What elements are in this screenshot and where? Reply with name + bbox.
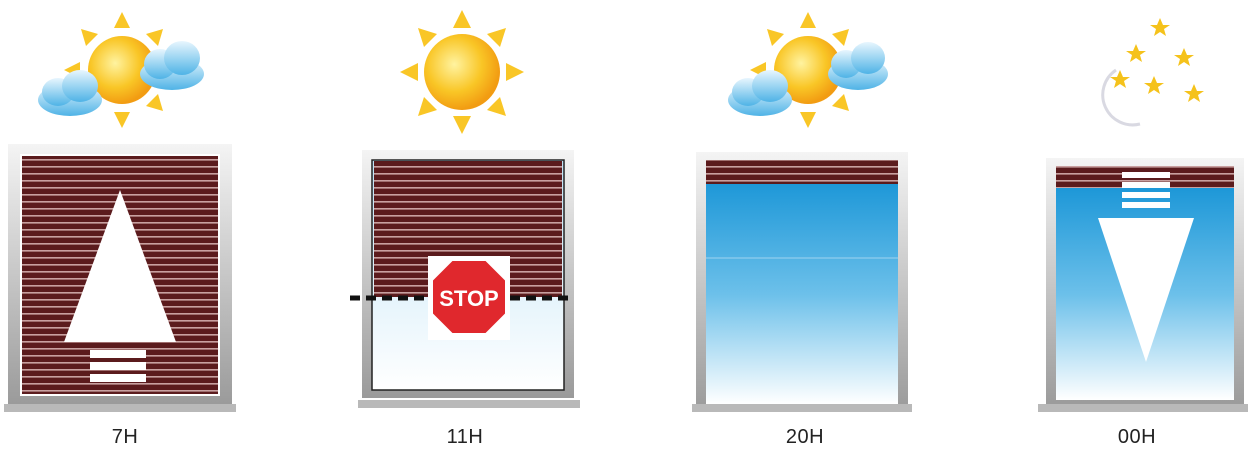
panel-00h: 00H xyxy=(1020,0,1254,455)
panel-20h: 20H xyxy=(680,0,930,455)
moon-and-stars-icon xyxy=(1100,18,1204,133)
up-arrow-icon xyxy=(64,190,176,382)
sun-with-clouds-icon xyxy=(728,12,888,128)
time-label-7h: 7H xyxy=(111,426,139,448)
panel-7h: 7H xyxy=(0,0,250,455)
stop-sign-text: STOP xyxy=(439,286,499,311)
time-label-00h: 00H xyxy=(1117,426,1157,448)
panel-11h: STOP 11H xyxy=(340,0,590,455)
window-sill xyxy=(358,400,580,408)
sun-with-clouds-icon xyxy=(38,12,204,128)
time-label-11h: 11H xyxy=(446,426,484,448)
time-label-20h: 20H xyxy=(785,426,825,448)
stop-sign-icon: STOP xyxy=(428,256,510,340)
down-arrow-icon xyxy=(1098,172,1194,362)
window-sill xyxy=(692,404,912,412)
roller-shutter-open xyxy=(706,160,898,184)
window-frame xyxy=(696,152,908,412)
window-sill xyxy=(4,404,236,412)
sun-icon xyxy=(400,10,524,134)
window-sill xyxy=(1038,404,1248,412)
